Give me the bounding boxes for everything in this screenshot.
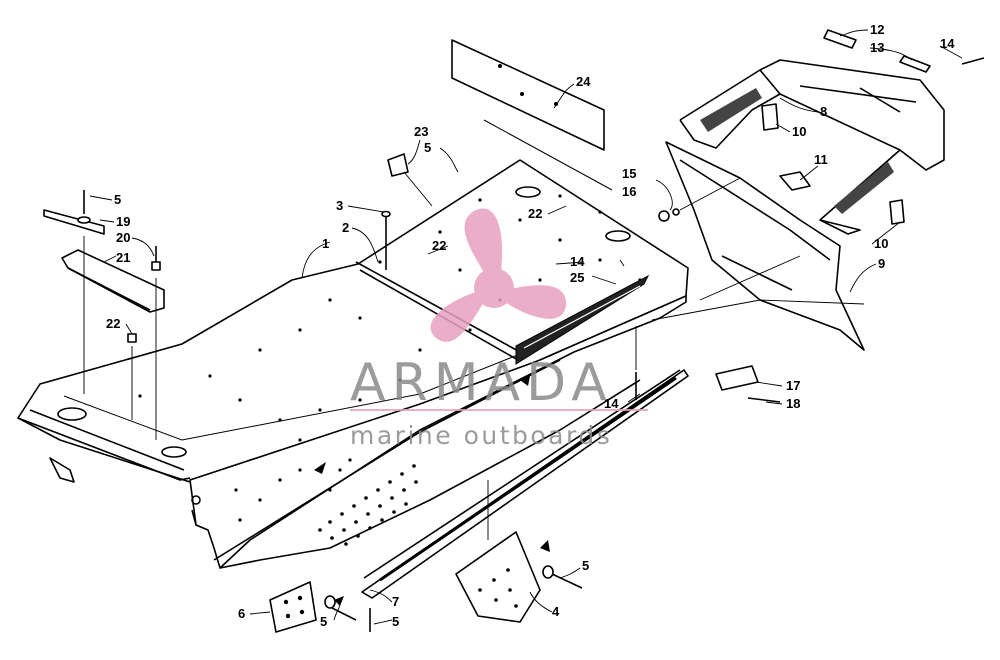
callout-11: 11	[814, 152, 828, 167]
rear-cover-part-9	[665, 141, 865, 351]
tunnel-rivet-holes	[138, 194, 642, 442]
plate-part-17	[715, 365, 759, 391]
bracket-part-4	[455, 531, 541, 623]
side-panel-perforations	[234, 458, 418, 546]
callout-10-lower: 10	[874, 236, 888, 251]
propeller-icon	[430, 208, 567, 342]
flap-part-24	[451, 39, 613, 191]
pin-part-20	[151, 246, 161, 271]
reflector-part-13	[899, 55, 931, 73]
callout-1: 1	[322, 236, 329, 251]
callout-18: 18	[786, 396, 800, 411]
reflector-part-12	[823, 29, 857, 49]
callout-15: 15	[622, 166, 636, 181]
bumper-grip-texture	[700, 88, 894, 214]
callout-22-left: 22	[106, 316, 120, 331]
rivet-part-5-right	[542, 565, 583, 589]
clip-part-11	[779, 171, 811, 191]
callout-10-upper: 10	[792, 124, 806, 139]
callout-24: 24	[576, 74, 591, 89]
screw-part-14-top	[961, 57, 985, 65]
clip-part-10-upper	[761, 103, 779, 131]
callout-20: 20	[116, 230, 130, 245]
callout-14-middle: 14	[570, 254, 585, 269]
brand-name: ARMADA	[350, 353, 613, 413]
washer-parts-15-16	[658, 208, 680, 222]
bumper-part-8	[679, 59, 945, 235]
callout-16: 16	[622, 184, 636, 199]
rivet-part-22-left	[127, 333, 137, 343]
callout-5-right: 5	[582, 558, 589, 573]
callout-17: 17	[786, 378, 800, 393]
callout-5-left: 5	[114, 192, 121, 207]
callout-6: 6	[238, 606, 245, 621]
plate-part-6	[269, 581, 317, 633]
callout-5-top: 5	[424, 140, 431, 155]
callout-2: 2	[342, 220, 349, 235]
pad-part-23	[387, 153, 433, 207]
callout-7: 7	[392, 594, 399, 609]
callout-13: 13	[870, 40, 884, 55]
callout-25: 25	[570, 270, 584, 285]
tunnel-part-1	[17, 159, 689, 569]
clip-part-10-lower	[889, 199, 905, 225]
brand-tagline: marine outboards	[350, 421, 612, 450]
callout-labels: 1 2 3 4 5 5 5 5 5 6 7 8 9 10 10 11 12 13…	[106, 22, 955, 629]
decal-part-25	[515, 274, 650, 365]
bracket-part-19	[43, 190, 105, 235]
callout-9: 9	[878, 256, 885, 271]
callout-14-top: 14	[940, 36, 955, 51]
callout-19: 19	[116, 214, 130, 229]
callout-5-bottom-b: 5	[392, 614, 399, 629]
rivet-part-5-bottom	[324, 595, 357, 621]
callout-14-lower: 14	[604, 396, 619, 411]
callout-21: 21	[116, 250, 130, 265]
callout-23: 23	[414, 124, 428, 139]
bracket-part-21	[61, 249, 165, 313]
callout-12: 12	[870, 22, 884, 37]
callout-leaders	[89, 29, 963, 625]
screw-part-18	[747, 397, 781, 403]
callout-22-center: 22	[432, 238, 446, 253]
callout-5-bottom-a: 5	[320, 614, 327, 629]
bracket-4-holes	[478, 568, 518, 608]
bolt-part-3	[381, 210, 391, 270]
callout-8: 8	[820, 104, 827, 119]
callout-4: 4	[552, 604, 560, 619]
callout-22-right: 22	[528, 206, 542, 221]
rail-part-7	[361, 369, 689, 599]
callout-3: 3	[336, 198, 343, 213]
armada-logo: ARMADA marine outboards	[350, 208, 648, 450]
